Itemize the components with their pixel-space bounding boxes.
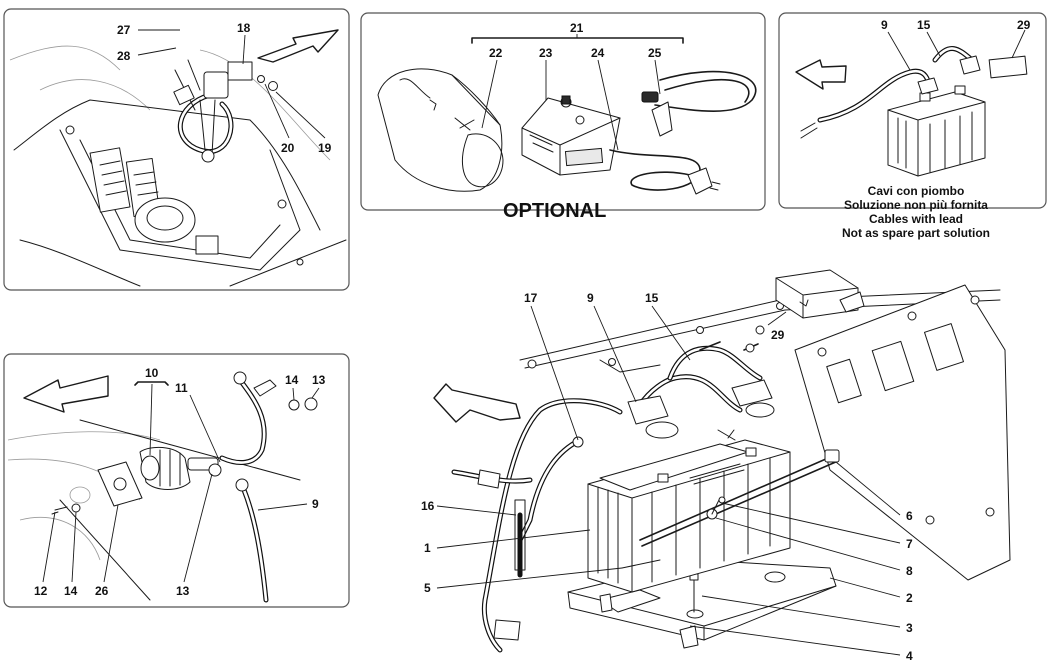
callout-28: 28: [117, 49, 131, 63]
callout-15-main: 15: [645, 291, 659, 305]
panel-top-left: 27 28 18 20 19: [3, 8, 350, 291]
callout-29: 29: [1017, 18, 1031, 32]
callout-22: 22: [489, 46, 503, 60]
callout-7: 7: [906, 537, 913, 551]
callouts-optional: 21 22 23 24 25 OPTIONAL: [471, 21, 684, 222]
charger-cable-drawing: [609, 70, 757, 195]
main-battery-diagram: 17 9 15 29 16 1 5 6 7 8 2 3 4: [421, 269, 1011, 663]
callout-14: 14: [285, 373, 299, 387]
callout-2: 2: [906, 591, 913, 605]
callout-24: 24: [591, 46, 605, 60]
cable-with-lead-drawing: [800, 46, 1028, 139]
callouts-main: 17 9 15 29 16 1 5 6 7 8 2 3 4: [421, 291, 913, 663]
note-line-2: Soluzione non più fornita: [844, 198, 988, 212]
callout-8: 8: [906, 564, 913, 578]
optional-label: OPTIONAL: [503, 200, 606, 222]
callout-26: 26: [95, 584, 109, 598]
callout-29-main: 29: [771, 328, 785, 342]
callout-19: 19: [318, 141, 332, 155]
callout-14-lower: 14: [64, 584, 78, 598]
body-structure-drawing: [519, 284, 1011, 581]
note-line-1: Cavi con piombo: [868, 184, 965, 198]
callout-23: 23: [539, 46, 553, 60]
battery-charger-drawing: [521, 95, 621, 176]
callout-18: 18: [237, 21, 251, 35]
callout-12: 12: [34, 584, 48, 598]
control-module-29: [775, 269, 865, 319]
main-battery-drawing: [587, 439, 791, 593]
charger-bag-drawing: [377, 68, 504, 192]
direction-arrow: [433, 383, 521, 423]
callout-13-lower: 13: [176, 584, 190, 598]
callout-16: 16: [421, 499, 435, 513]
main-cables-drawing: [451, 325, 775, 653]
callout-9: 9: [881, 18, 888, 32]
callout-27: 27: [117, 23, 131, 37]
callout-11: 11: [175, 381, 188, 395]
callout-1: 1: [424, 541, 431, 555]
callout-20: 20: [281, 141, 295, 155]
direction-arrow: [23, 375, 109, 413]
callout-3: 3: [906, 621, 913, 635]
lead-cable-note: Cavi con piombo Soluzione non più fornit…: [842, 184, 990, 240]
ground-terminal-drawing: [51, 371, 318, 603]
callout-10: 10: [145, 366, 159, 380]
battery-terminal-assembly: [173, 59, 278, 163]
callouts-bottom-left: 10 11 14 13 12 14 26 13 9: [34, 366, 326, 598]
callout-25: 25: [648, 46, 662, 60]
panel-top-right: 9 15 29 Cavi con piombo Soluzione non pi…: [778, 12, 1047, 240]
callout-13: 13: [312, 373, 326, 387]
hold-down-bar-drawing: [621, 449, 840, 569]
panel-bottom-left: 10 11 14 13 12 14 26 13 9: [3, 353, 350, 608]
callout-5: 5: [424, 581, 431, 595]
callout-9-lower: 9: [312, 497, 319, 511]
engine-bay-drawing: [9, 45, 347, 287]
note-line-4: Not as spare part solution: [842, 226, 990, 240]
direction-arrow: [795, 59, 847, 90]
note-line-3: Cables with lead: [869, 212, 963, 226]
direction-arrow: [257, 29, 339, 63]
callout-4: 4: [906, 649, 913, 663]
panel-optional: 21 22 23 24 25 OPTIONAL: [360, 12, 766, 222]
body-panel-drawing: [7, 419, 301, 601]
callout-9-main: 9: [587, 291, 594, 305]
battery-small-drawing: [887, 85, 986, 177]
callout-17: 17: [524, 291, 538, 305]
callout-6: 6: [906, 509, 913, 523]
callouts-top-right: 9 15 29: [881, 18, 1031, 71]
callouts-top-left: 27 28 18 20 19: [117, 21, 332, 155]
callout-15: 15: [917, 18, 931, 32]
callout-21: 21: [570, 21, 584, 35]
